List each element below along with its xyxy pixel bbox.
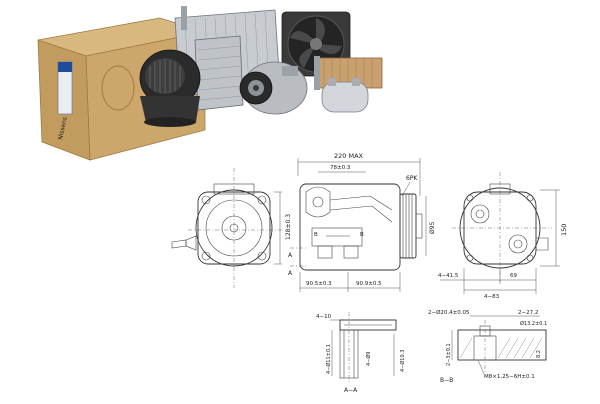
side-dim-78-label: 78±0.3 xyxy=(330,165,351,171)
section-aa-plate xyxy=(339,319,397,331)
section-aa-dim-10-3-label: 4−Ø10.3 xyxy=(399,350,406,372)
front-mount-hole-tl xyxy=(201,195,211,205)
end-bolt-bl xyxy=(466,254,474,262)
section-bb-thread-leader xyxy=(477,359,485,375)
drier-port-1 xyxy=(328,78,336,86)
end-bolt-tl xyxy=(466,194,474,202)
side-label-b-right: B xyxy=(360,232,364,238)
front-shaft-circle xyxy=(229,223,239,233)
front-view-drawing: 128±0.3 xyxy=(171,168,292,288)
front-housing-outline xyxy=(197,191,271,265)
evaporator-fins xyxy=(197,45,244,101)
section-aa-dim-11-label: 4−Ø11±0.1 xyxy=(325,344,332,374)
section-bb-block xyxy=(457,329,547,361)
end-port-right-inner xyxy=(513,239,523,249)
section-aa-dim-4-10: 4−10 xyxy=(316,314,332,320)
evaporator-body xyxy=(194,35,244,111)
blower-motor-part xyxy=(139,49,201,127)
side-body-outline xyxy=(299,183,401,271)
condenser-tank xyxy=(181,6,187,30)
end-connector xyxy=(536,237,549,251)
compressor-photo-port xyxy=(282,66,298,76)
side-fitting-1 xyxy=(317,245,333,259)
section-bb-dim-8-2-label: 8.2 xyxy=(536,350,542,358)
side-valve-block xyxy=(305,186,331,218)
drier-port-2 xyxy=(352,78,360,86)
end-housing-outline xyxy=(463,191,537,265)
end-port-right xyxy=(508,234,528,254)
section-bb-dim-27-2: 2−27.2 xyxy=(518,310,538,316)
section-bb-title: B−B xyxy=(440,377,453,384)
compressor-photo-bolt xyxy=(253,85,259,91)
drier-canister xyxy=(321,81,369,113)
end-bolt-tr xyxy=(526,194,534,202)
end-port-left-inner xyxy=(475,209,485,219)
end-dim-41-5-label: 4−41.5 xyxy=(438,273,459,279)
box-logo-circle xyxy=(101,65,135,111)
section-aa-drawing: 4−10 4−Ø11±0.1 4−Ø9 4−Ø10.3 A−A xyxy=(316,312,406,394)
front-mount-hole-tr xyxy=(257,195,267,205)
evaporator-part xyxy=(194,35,244,111)
section-bb-dim-3-label: 2−3±0.1 xyxy=(446,343,452,366)
end-bolt-br xyxy=(526,254,534,262)
front-inner-circle xyxy=(205,199,263,257)
side-view-drawing: 220 MAX 78±0.3 6PK B B Ø95 A A xyxy=(288,152,436,292)
side-pulley-outline xyxy=(399,193,417,259)
side-label-a-bottom: A xyxy=(288,270,293,277)
end-dim-69-label: 69 xyxy=(510,273,517,279)
side-shaft-nose xyxy=(415,213,423,239)
side-dim-220-label: 220 MAX xyxy=(334,152,364,160)
front-hub-circle xyxy=(221,215,247,241)
section-aa-title: A−A xyxy=(344,387,358,394)
side-label-b-left: B xyxy=(314,232,318,238)
section-bb-drawing: 2−Ø20.4±0.05 2−27.2 Ø13.2±0.1 2−3±0.1 8.… xyxy=(428,309,547,384)
front-dim-128-label: 128±0.3 xyxy=(285,214,292,240)
fan-blades xyxy=(290,18,342,68)
side-hose-line-2 xyxy=(329,205,393,223)
section-bb-dim-20-4: 2−Ø20.4±0.05 xyxy=(428,309,470,316)
side-pulley-grooves xyxy=(402,194,413,258)
front-top-lug xyxy=(213,183,255,195)
side-pulley-label: 6PK xyxy=(406,175,418,182)
front-mount-hole-bl xyxy=(201,251,211,261)
blower-base xyxy=(140,96,200,122)
end-port-left xyxy=(470,204,490,224)
side-label-a-top: A xyxy=(288,252,293,259)
fan-hub xyxy=(310,38,322,50)
box-label-stripe xyxy=(58,62,72,72)
front-outer-circle xyxy=(195,189,273,267)
side-dim-90-5-label: 90.5±0.3 xyxy=(306,281,332,287)
side-dim-95-label: Ø95 xyxy=(429,221,436,234)
section-bb-dim-13-2: Ø13.2±0.1 xyxy=(520,320,547,327)
blower-flange xyxy=(144,117,196,127)
front-left-connector xyxy=(185,235,197,251)
side-fitting-2 xyxy=(343,245,359,259)
ac-compressor-photo xyxy=(239,61,308,115)
section-bb-hatching xyxy=(459,337,543,359)
end-view-drawing: 150 4−41.5 69 4−83 xyxy=(438,172,568,300)
side-valve-port xyxy=(312,196,324,208)
front-plug xyxy=(171,239,187,249)
side-dim-90-9-label: 90.9±0.5 xyxy=(356,281,382,287)
side-manifold xyxy=(311,227,363,247)
blower-wheel-vanes xyxy=(149,59,181,93)
side-hose-line-1 xyxy=(329,195,393,211)
product-photo-collage: Nissens xyxy=(37,6,383,161)
section-aa-dim-9-label: 4−Ø9 xyxy=(365,352,372,367)
section-bb-thread-label: M8×1.25−6H±0.1 xyxy=(484,374,535,380)
heater-radiator-tank xyxy=(314,56,320,90)
end-dim-150-label: 150 xyxy=(560,224,568,236)
front-mount-hole-br xyxy=(257,251,267,261)
box-brand-text: Nissens xyxy=(57,116,69,140)
end-top-lug xyxy=(489,183,511,195)
end-dim-83-label: 4−83 xyxy=(484,294,500,300)
receiver-drier-part xyxy=(321,78,369,113)
